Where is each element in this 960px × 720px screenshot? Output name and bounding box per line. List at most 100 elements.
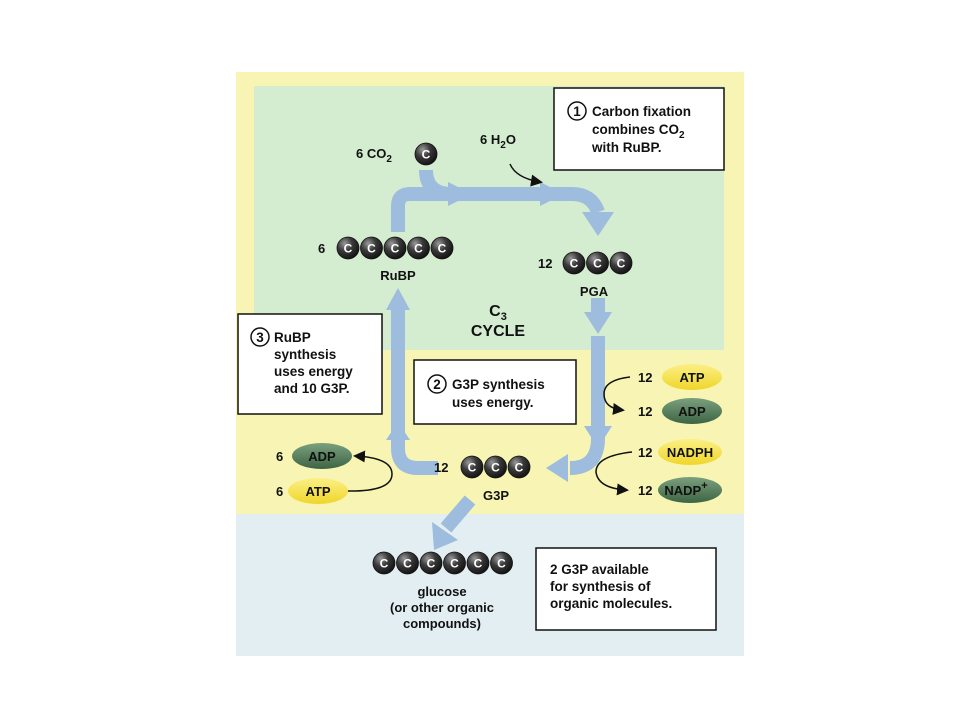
- step3-line3: uses energy: [274, 364, 353, 379]
- rubp-carbon-symbol: C: [367, 242, 376, 256]
- cycle-title-sub: 3: [501, 311, 507, 323]
- right-atp: 12 ATP: [638, 364, 722, 390]
- pga-carbon-atom: [562, 251, 586, 275]
- right-nadph-count: 12: [638, 445, 652, 460]
- step1-line2: combines CO2: [592, 122, 685, 141]
- output-line1: 2 G3P available: [550, 562, 649, 577]
- step1-line3: with RuBP.: [591, 140, 662, 155]
- arrowhead-5: [584, 426, 612, 448]
- h2o-sub: 2: [500, 140, 506, 151]
- step2-number: 2: [433, 377, 441, 392]
- step1-number: 1: [573, 104, 581, 119]
- atp-to-adp-arrow-right: [603, 376, 631, 415]
- step3-line2: synthesis: [274, 347, 336, 362]
- right-atp-count: 12: [638, 370, 652, 385]
- glucose-line2: (or other organic: [390, 600, 494, 615]
- rubp-count: 6: [318, 241, 325, 256]
- right-nadph-pill: [658, 439, 722, 465]
- rubp-carbon-atom: [407, 236, 430, 260]
- co2-carbon-symbol: C: [422, 148, 431, 162]
- glucose-carbon-atom: [372, 551, 396, 575]
- rubp-carbon-atom: [360, 236, 383, 260]
- rubp-name: RuBP: [380, 268, 416, 283]
- glucose-carbon-symbol: C: [474, 557, 483, 571]
- g3p-carbon-symbol: C: [491, 461, 500, 475]
- step3-number-badge: [250, 327, 270, 347]
- cycle-arrows: [391, 169, 605, 533]
- glucose-carbon-symbol: C: [497, 557, 506, 571]
- atp-to-adp-arrow-left: [345, 450, 393, 492]
- arrowhead-4: [584, 312, 612, 334]
- step3-line4: and 10 G3P.: [274, 381, 350, 396]
- output-line2: for synthesis of: [550, 579, 651, 594]
- pga-carbon-symbol: C: [570, 257, 579, 271]
- cycle-title-cycle: CYCLE: [471, 323, 526, 340]
- glucose-carbon-atom: [443, 551, 466, 575]
- glucose-carbon-symbol: C: [403, 557, 412, 571]
- arrowhead-1: [448, 182, 472, 206]
- step1-box: 1 Carbon fixation combines CO2 with RuBP…: [553, 87, 725, 171]
- glucose-carbon-atom: [419, 551, 443, 575]
- cycle-arrowheads: [386, 182, 614, 550]
- rubp-carbon-atom: [430, 236, 454, 260]
- rubp-carbon-symbol: C: [438, 242, 447, 256]
- output-line3: organic molecules.: [550, 596, 672, 611]
- glucose-carbon-atom: [466, 551, 490, 575]
- h2o-label: 6 H2O: [480, 132, 516, 151]
- right-adp-count: 12: [638, 404, 652, 419]
- glucose-carbon-symbol: C: [427, 557, 436, 571]
- rubp-carbon-symbol: C: [391, 242, 400, 256]
- step2-number-badge: [427, 374, 447, 394]
- pga-carbon-symbol: C: [593, 257, 602, 271]
- arrowhead-7: [386, 422, 410, 440]
- g3p-count: 12: [434, 460, 448, 475]
- left-atp: 6 ATP: [276, 478, 348, 504]
- glucose-carbon-symbol: C: [450, 557, 459, 571]
- arrow-left-up: [391, 300, 438, 475]
- rubp-carbon-atom: [383, 236, 407, 260]
- arrowhead-3: [582, 212, 614, 236]
- g3p-carbon-atom: [484, 455, 507, 479]
- arrowhead-2: [540, 182, 564, 206]
- nadph-to-nadp-arrow: [595, 451, 633, 496]
- left-adp-pill: [292, 443, 352, 469]
- arrow-rubp-to-pga-top: [391, 187, 605, 232]
- step3-box: 3 RuBP synthesis uses energy and 10 G3P.: [237, 313, 383, 415]
- right-nadp-pill: [658, 477, 722, 503]
- pga-name: PGA: [580, 284, 609, 299]
- left-atp-pill: [288, 478, 348, 504]
- right-nadp: 12 NADP+: [638, 477, 722, 503]
- co2-label: 6 CO2: [356, 146, 392, 165]
- glucose-carbon-atom: [490, 551, 513, 575]
- pga-carbon-symbol: C: [617, 257, 626, 271]
- step2-line2: uses energy.: [452, 395, 534, 410]
- glucose-carbon-symbol: C: [380, 557, 389, 571]
- g3p-carbon-symbol: C: [515, 461, 524, 475]
- right-nadph-label: NADPH: [667, 445, 713, 460]
- right-adp-pill: [662, 398, 722, 424]
- rubp-carbon-symbol: C: [344, 242, 353, 256]
- g3p-carbon-atom: [507, 455, 531, 479]
- glucose-carbon-atom: [396, 551, 419, 575]
- right-nadp-label: NADP+: [664, 480, 707, 498]
- arrowhead-8: [386, 288, 410, 310]
- step3-number: 3: [256, 330, 264, 345]
- step3-line1: RuBP: [274, 330, 311, 345]
- h2o-arrow: [509, 163, 543, 187]
- right-adp: 12 ADP: [638, 398, 722, 424]
- co2-carbon-atom: [414, 142, 438, 166]
- g3p-carbon-atom: [460, 455, 484, 479]
- step1-line1: Carbon fixation: [592, 104, 691, 119]
- output-box: 2 G3P available for synthesis of organic…: [535, 547, 717, 631]
- left-adp-label: ADP: [308, 449, 336, 464]
- pga-carbon-atom: [586, 251, 609, 275]
- rubp-carbon-atom: [336, 236, 360, 260]
- left-adp: 6 ADP: [276, 443, 352, 469]
- right-atp-label: ATP: [679, 370, 704, 385]
- step1-number-badge: [567, 101, 587, 121]
- step2-line1: G3P synthesis: [452, 377, 545, 392]
- right-atp-pill: [662, 364, 722, 390]
- pga-carbon-atom: [609, 251, 633, 275]
- right-nadp-sup: +: [701, 480, 707, 492]
